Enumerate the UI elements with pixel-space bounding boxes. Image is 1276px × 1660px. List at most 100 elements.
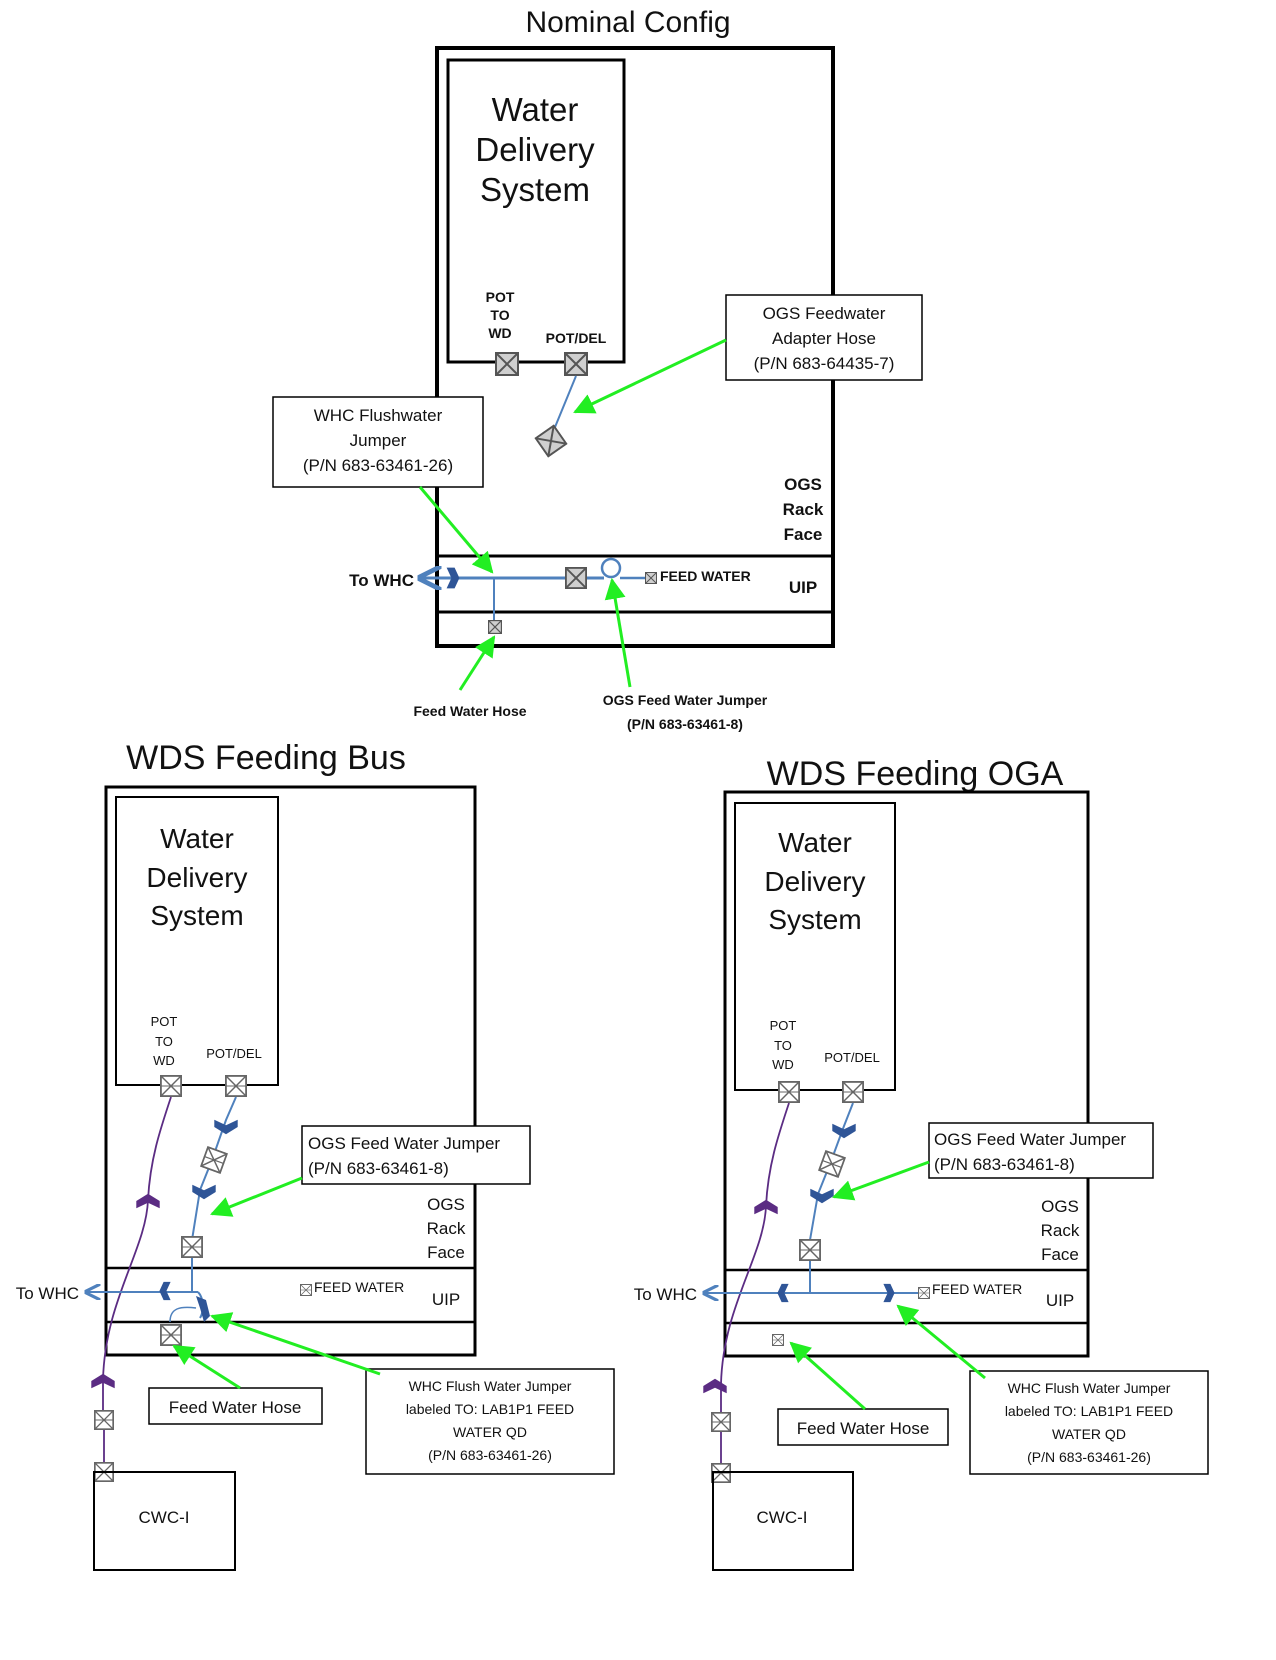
flush-callout-line4: (P/N 683-63461-26): [1027, 1449, 1151, 1465]
chevron-fitting-icon: [196, 1296, 210, 1322]
nominal-title: Nominal Config: [525, 6, 730, 39]
chevron-fitting-icon: [703, 1378, 727, 1394]
quick-disconnect-icon: [495, 352, 519, 376]
pot-to-wd-line1: POT: [151, 1014, 178, 1029]
wds-label-line3: System: [768, 904, 861, 935]
to-whc-label: To WHC: [634, 1285, 697, 1304]
oga-title: WDS Feeding OGA: [767, 755, 1064, 793]
whc-flush-water-jumper-callout: [365, 1368, 615, 1475]
flushwater-callout-line3: (P/N 683-63461-26): [303, 456, 453, 475]
quick-disconnect-icon: [645, 571, 657, 585]
arrow-icon: [210, 1176, 303, 1217]
quick-disconnect-icon: [771, 1334, 785, 1346]
cwc-hose-line: [102, 1096, 172, 1412]
ogs-jumper-callout-line2: (P/N 683-63461-8): [308, 1159, 449, 1178]
feed-water-label: FEED WATER: [932, 1281, 1022, 1297]
pot-to-wd-line1: POT: [770, 1018, 797, 1033]
feed-water-hose-callout: [777, 1408, 949, 1446]
wds-label-line1: Water: [778, 827, 852, 858]
pot-to-wd-line3: WD: [772, 1057, 794, 1072]
arrow-icon: [573, 338, 727, 414]
quick-disconnect-icon: [842, 1081, 864, 1103]
quick-disconnect-icon: [300, 1283, 312, 1297]
wds-label-line2: Delivery: [146, 862, 247, 893]
uip-label: UIP: [432, 1290, 460, 1309]
cwc-label: CWC-I: [757, 1508, 808, 1527]
quick-disconnect-icon: [799, 1239, 821, 1261]
arrow-icon: [604, 577, 632, 688]
wds-label-line1: Water: [160, 823, 234, 854]
pot-del-label: POT/DEL: [546, 330, 607, 346]
quick-disconnect-icon: [160, 1075, 182, 1097]
quick-disconnect-icon: [711, 1412, 731, 1432]
adapter-hose-line: [552, 375, 577, 433]
loop-fitting-icon: [600, 557, 622, 579]
quick-disconnect-icon: [200, 1146, 228, 1174]
flush-callout-line1: WHC Flush Water Jumper: [1008, 1380, 1171, 1396]
rack-face-line2: Rack: [427, 1219, 466, 1238]
whc-flush-water-jumper-callout: [969, 1370, 1209, 1475]
wds-label-line2: Delivery: [475, 131, 595, 168]
wds-feeding-bus-diagram: WDS Feeding Bus Water Delivery System PO…: [16, 739, 615, 1571]
adapter-callout-line2: Adapter Hose: [772, 329, 876, 348]
ogs-feed-water-jumper-callout: [301, 1125, 531, 1185]
water-delivery-system-box: [734, 802, 896, 1091]
ogs-jumper-callout-line1: OGS Feed Water Jumper: [308, 1134, 500, 1153]
feed-water-label: FEED WATER: [660, 568, 751, 584]
chevron-fitting-icon: [192, 1184, 216, 1200]
quick-disconnect-icon: [160, 1324, 182, 1346]
cwc-label: CWC-I: [139, 1508, 190, 1527]
arrow-icon: [789, 1341, 866, 1411]
quick-disconnect-icon: [564, 352, 588, 376]
whc-flushwater-jumper-callout: [272, 396, 484, 488]
wds-label-line1: Water: [492, 91, 579, 128]
cwc-i-box: [93, 1471, 236, 1571]
ogs-feedwater-adapter-callout: [725, 294, 923, 381]
water-delivery-system-box: [115, 796, 279, 1086]
quick-disconnect-icon: [918, 1286, 930, 1300]
pot-to-wd-line2: TO: [155, 1034, 173, 1049]
pot-to-wd-line3: WD: [488, 325, 511, 341]
rack-face-line3: Face: [427, 1243, 465, 1262]
water-delivery-system-box: [446, 58, 626, 364]
flush-jumper-line: [169, 1306, 197, 1323]
cwc-i-box: [712, 1471, 854, 1571]
arrow-icon: [896, 1304, 986, 1380]
pot-del-label: POT/DEL: [824, 1050, 880, 1065]
rack-face-line1: OGS: [427, 1195, 465, 1214]
arrow-icon: [832, 1160, 930, 1201]
pot-to-wd-line2: TO: [774, 1038, 792, 1053]
ogs-jumper-callout-line2: (P/N 683-63461-8): [934, 1155, 1075, 1174]
pot-to-wd-line3: WD: [153, 1053, 175, 1068]
rack-face-line1: OGS: [784, 475, 822, 494]
flush-callout-line3: WATER QD: [1052, 1426, 1126, 1442]
quick-disconnect-icon: [565, 567, 587, 589]
uip-label: UIP: [1046, 1291, 1074, 1310]
arrow-icon: [172, 1344, 241, 1390]
rack-face-line3: Face: [784, 525, 823, 544]
flush-callout-line2: labeled TO: LAB1P1 FEED: [1005, 1403, 1173, 1419]
ogs-jumper-label-line1: OGS Feed Water Jumper: [603, 692, 768, 708]
quick-disconnect-icon: [181, 1236, 203, 1258]
flush-callout-line2: labeled TO: LAB1P1 FEED: [406, 1401, 574, 1417]
wds-feeding-oga-diagram: WDS Feeding OGA Water Delivery System PO…: [634, 755, 1209, 1571]
flush-callout-line3: WATER QD: [453, 1424, 527, 1440]
to-whc-label: To WHC: [16, 1284, 79, 1303]
arrow-icon: [418, 486, 494, 574]
wds-label-line2: Delivery: [764, 866, 865, 897]
quick-disconnect-icon: [487, 620, 503, 634]
arrow-icon: [458, 635, 496, 691]
adapter-callout-line3: (P/N 683-64435-7): [754, 354, 895, 373]
feed-water-hose-label: Feed Water Hose: [413, 703, 526, 719]
quick-disconnect-icon: [534, 424, 568, 458]
ogs-rack: [723, 790, 1090, 1358]
nominal-config-diagram: Nominal Config Water Delivery System POT…: [272, 6, 923, 732]
flushwater-callout-line1: WHC Flushwater: [314, 406, 443, 425]
flush-callout-line4: (P/N 683-63461-26): [428, 1447, 552, 1463]
arrow-icon: [210, 1312, 381, 1376]
pot-to-wd-line2: TO: [490, 307, 509, 323]
flushwater-callout-line2: Jumper: [350, 431, 407, 450]
uip-label: UIP: [789, 578, 817, 597]
ogs-jumper-label-line2: (P/N 683-63461-8): [627, 716, 743, 732]
